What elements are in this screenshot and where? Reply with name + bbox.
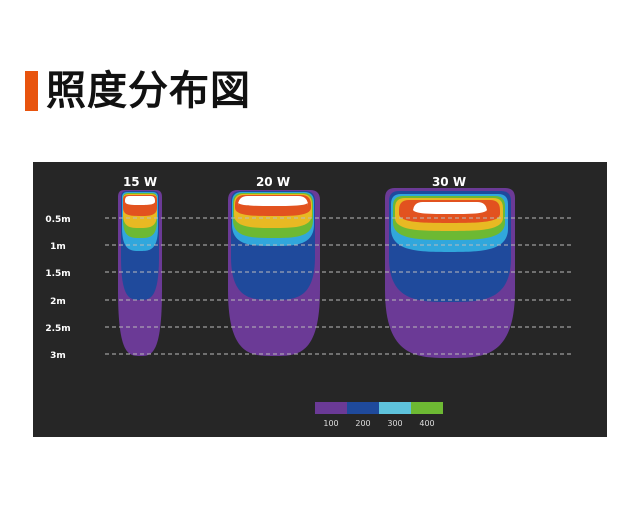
- beam-label-15w: 15 W: [123, 175, 157, 189]
- illuminance-contour: [413, 202, 487, 214]
- distance-label: 1m: [50, 242, 66, 252]
- beam-20w: [228, 190, 320, 356]
- legend-swatch: [315, 402, 347, 414]
- illuminance-contour: [125, 196, 155, 205]
- distance-label: 1.5m: [45, 269, 70, 279]
- distance-label: 2m: [50, 297, 66, 307]
- distance-label: 3m: [50, 351, 66, 361]
- illuminance-contour: [238, 196, 308, 206]
- beam-15w: [118, 190, 162, 356]
- legend-label: 100: [323, 419, 338, 428]
- legend-label: 200: [355, 419, 370, 428]
- legend-swatch: [347, 402, 379, 414]
- beam-label-20w: 20 W: [256, 175, 290, 189]
- legend-swatch: [379, 402, 411, 414]
- beam-label-30w: 30 W: [432, 175, 466, 189]
- legend-swatch: [411, 402, 443, 414]
- legend-label: 400: [419, 419, 434, 428]
- page-title: 照度分布図: [46, 68, 251, 114]
- distance-label: 2.5m: [45, 324, 70, 334]
- legend-label: 300: [387, 419, 402, 428]
- distance-label: 0.5m: [45, 215, 70, 225]
- beam-30w: [385, 188, 515, 358]
- title-accent-bar: [25, 71, 38, 111]
